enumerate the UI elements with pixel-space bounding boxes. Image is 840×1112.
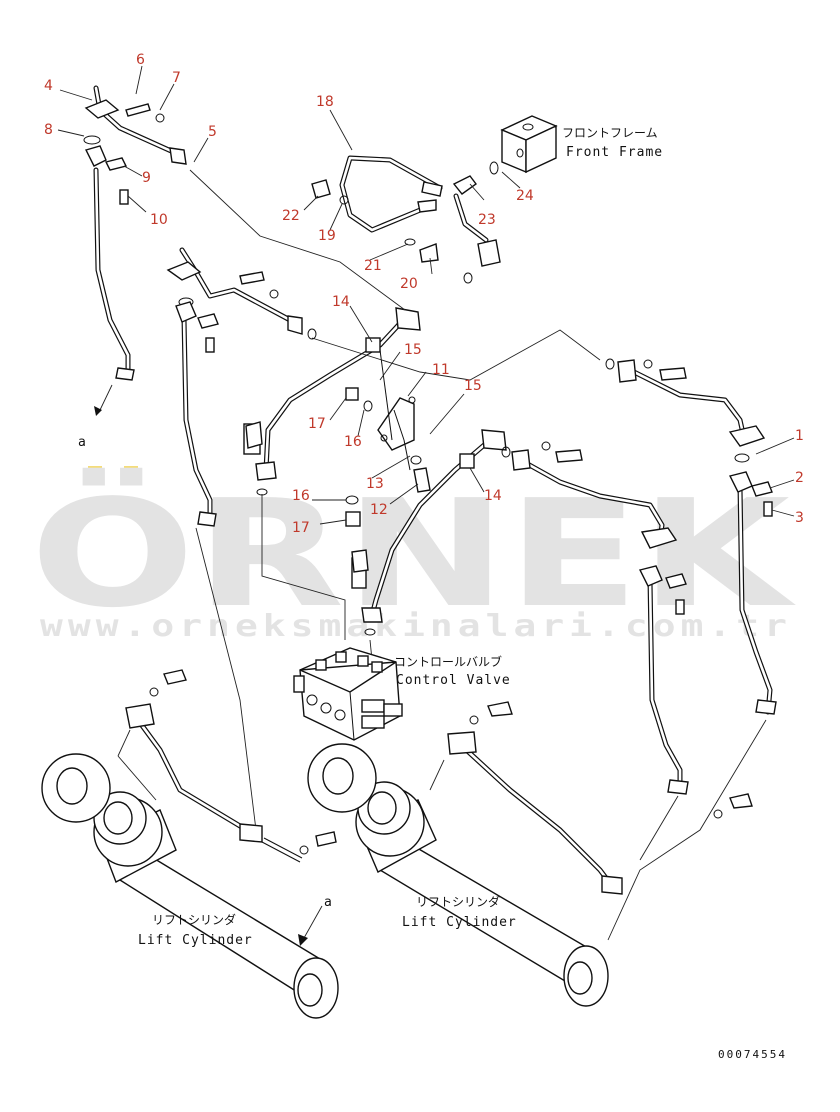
lift-cylinder-right-label-jp: リフトシリンダ bbox=[416, 894, 500, 909]
callout-13: 13 bbox=[366, 476, 384, 492]
tube-18 bbox=[311, 155, 501, 284]
callout-24: 24 bbox=[516, 188, 534, 204]
lift-cylinder-left-label-en: Lift Cylinder bbox=[138, 933, 253, 948]
callout-15b: 15 bbox=[464, 378, 482, 394]
callout-20: 20 bbox=[400, 276, 418, 292]
callout-3: 3 bbox=[795, 510, 804, 526]
lift-cylinder-left bbox=[41, 669, 339, 1019]
watermark-brand: ÖRNEK bbox=[30, 467, 797, 640]
callout-22: 22 bbox=[282, 208, 300, 224]
callout-19: 19 bbox=[318, 228, 336, 244]
callout-5: 5 bbox=[208, 124, 217, 140]
hose-right-1 bbox=[728, 471, 777, 715]
callout-11: 11 bbox=[432, 362, 450, 378]
watermark: ÖRNEK www.orneksmakinalari.com.tr bbox=[30, 466, 797, 644]
ref-a-lower: a bbox=[324, 895, 333, 910]
callout-23: 23 bbox=[478, 212, 496, 228]
front-frame-label-en: Front Frame bbox=[566, 145, 663, 160]
tube-right-middle bbox=[501, 441, 678, 549]
callout-7: 7 bbox=[172, 70, 181, 86]
callout-4: 4 bbox=[44, 78, 53, 94]
hose-left-middle bbox=[175, 301, 219, 527]
hose-right-2 bbox=[638, 565, 689, 795]
callout-21: 21 bbox=[364, 258, 382, 274]
front-frame-label-jp: フロントフレーム bbox=[562, 126, 658, 140]
callout-2: 2 bbox=[795, 470, 804, 486]
hose-left-upper bbox=[84, 145, 135, 416]
callout-10: 10 bbox=[150, 212, 168, 228]
tube-center-1 bbox=[243, 307, 421, 496]
callout-1: 1 bbox=[795, 428, 804, 444]
callout-15a: 15 bbox=[404, 342, 422, 358]
circuit-leaders bbox=[189, 169, 767, 941]
control-valve-label-en: Control Valve bbox=[396, 673, 511, 688]
control-valve bbox=[293, 647, 403, 741]
callout-9: 9 bbox=[142, 170, 151, 186]
tube-left-upper bbox=[83, 85, 187, 165]
ref-a-upper: a bbox=[78, 435, 87, 450]
callout-18: 18 bbox=[316, 94, 334, 110]
callout-8: 8 bbox=[44, 122, 53, 138]
callout-16a: 16 bbox=[344, 434, 362, 450]
callout-17b: 17 bbox=[292, 520, 310, 536]
callout-14a: 14 bbox=[332, 294, 350, 310]
callout-14b: 14 bbox=[484, 488, 502, 504]
tube-left-middle bbox=[166, 247, 317, 340]
lift-cylinder-right-label-en: Lift Cylinder bbox=[402, 915, 517, 930]
control-valve-label-jp: コントロールバルブ bbox=[394, 654, 502, 669]
lift-cylinder-right bbox=[307, 701, 753, 1007]
component-labels: フロントフレーム Front Frame コントロールバルブ Control V… bbox=[78, 126, 787, 1061]
callout-numbers: 1 2 3 4 5 6 7 8 9 10 11 12 13 14 14 15 1… bbox=[44, 52, 804, 536]
drawing-code: 00074554 bbox=[718, 1048, 787, 1061]
callout-17a: 17 bbox=[308, 416, 326, 432]
callout-12: 12 bbox=[370, 502, 388, 518]
callout-6: 6 bbox=[136, 52, 145, 68]
tube-right-upper bbox=[605, 358, 766, 463]
callout-16b: 16 bbox=[292, 488, 310, 504]
lift-cylinder-left-label-jp: リフトシリンダ bbox=[152, 912, 236, 927]
ref-arrow-lower bbox=[298, 905, 323, 946]
watermark-url: www.orneksmakinalari.com.tr bbox=[40, 609, 792, 644]
front-frame-block bbox=[500, 115, 558, 174]
callout-leaders bbox=[57, 65, 795, 525]
bracket-11 bbox=[245, 349, 431, 573]
